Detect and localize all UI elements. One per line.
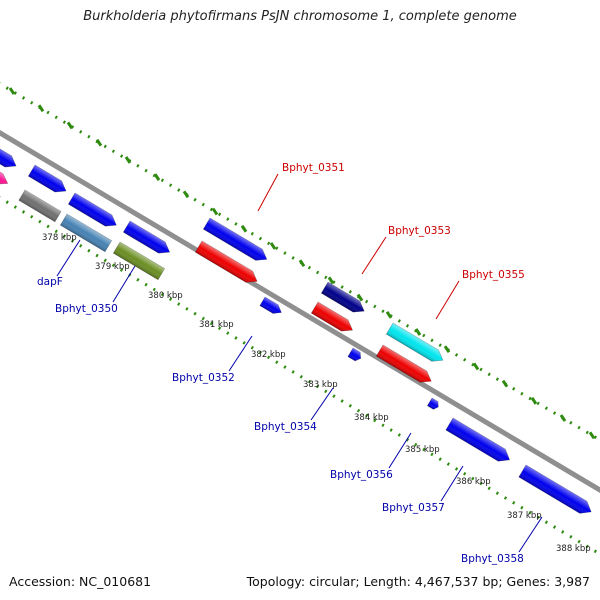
gene-label[interactable]: Bphyt_0350	[55, 303, 118, 315]
tick-mark	[385, 310, 393, 319]
topology-label: Topology: circular; Length: 4,467,537 bp…	[246, 574, 590, 589]
gene-feature[interactable]	[194, 240, 260, 287]
gene-leader-line	[56, 239, 81, 277]
tick-labels: 378 kbp 379 kbp 380 kbp 381 kbp 382 kbp 383 k…	[42, 233, 591, 554]
tick-mark	[182, 190, 190, 199]
tick-label: 384 kbp	[354, 413, 389, 423]
tick-mark	[472, 362, 480, 371]
gene-leader-line	[435, 280, 460, 320]
tick-mark	[8, 87, 16, 95]
gene-leader-line	[257, 173, 279, 212]
tick-rings	[0, 82, 600, 556]
gene-labels: dapFBphyt_0350Bphyt_0351Bphyt_0352Bphyt_…	[37, 162, 543, 565]
tick-mark	[327, 276, 335, 285]
gene-label[interactable]: Bphyt_0354	[254, 421, 317, 433]
tick-mark	[269, 242, 277, 250]
gene-leader-line	[518, 516, 543, 553]
gene-feature[interactable]	[18, 189, 62, 223]
gene-leader-line	[310, 387, 334, 421]
tick-mark	[240, 224, 248, 233]
gene-feature[interactable]	[259, 296, 284, 317]
tick-mark	[66, 121, 74, 130]
gene-leader-line	[361, 236, 387, 275]
gene-feature[interactable]	[27, 164, 69, 197]
tick-mark	[124, 156, 132, 164]
tick-label: 385 kbp	[405, 445, 440, 455]
map-title: Burkholderia phytofirmans PsJN chromosom…	[83, 9, 517, 24]
tick-mark	[153, 173, 161, 181]
tick-ring	[0, 196, 600, 556]
gene-leader-line	[388, 432, 412, 469]
gene-feature[interactable]	[59, 213, 113, 253]
gene-label[interactable]: dapF	[37, 276, 63, 288]
tick-mark	[588, 431, 596, 440]
tick-mark	[95, 138, 103, 147]
tick-mark	[211, 207, 219, 216]
tick-mark	[530, 397, 538, 405]
accession-label: Accession: NC_010681	[9, 574, 152, 589]
tick-label: 381 kbp	[199, 320, 234, 330]
tick-label: 379 kbp	[95, 262, 130, 272]
gene-label[interactable]: Bphyt_0357	[382, 502, 445, 514]
chromosome-backbone	[0, 130, 600, 493]
gene-label[interactable]: Bphyt_0355	[462, 269, 525, 281]
gene-feature[interactable]	[426, 397, 440, 411]
gene-leader-line	[440, 465, 464, 502]
gene-feature[interactable]	[375, 344, 434, 387]
gene-label[interactable]: Bphyt_0352	[172, 372, 235, 384]
gene-label[interactable]: Bphyt_0353	[388, 225, 451, 237]
gene-feature[interactable]	[67, 192, 119, 231]
gene-features	[0, 139, 595, 518]
tick-label: 388 kbp	[556, 544, 591, 554]
gene-feature[interactable]	[518, 464, 595, 518]
tick-mark	[37, 104, 45, 113]
gene-feature[interactable]	[310, 301, 355, 336]
gene-feature[interactable]	[202, 217, 270, 265]
gene-label[interactable]: Bphyt_0356	[330, 469, 393, 481]
gene-leader-line	[228, 335, 253, 372]
tick-label: 383 kbp	[303, 380, 338, 390]
tick-mark	[298, 259, 306, 268]
gene-leader-line	[112, 265, 136, 303]
gene-feature[interactable]	[122, 220, 173, 258]
tick-label: 386 kbp	[456, 477, 491, 487]
gene-feature[interactable]	[112, 241, 166, 281]
gene-label[interactable]: Bphyt_0351	[282, 162, 345, 174]
tick-mark	[443, 345, 451, 354]
gene-feature[interactable]	[320, 281, 367, 317]
gene-feature[interactable]	[347, 347, 363, 363]
tick-label: 387 kbp	[507, 511, 542, 521]
tick-label: 380 kbp	[148, 291, 183, 301]
tick-label: 378 kbp	[42, 233, 77, 243]
tick-mark	[356, 293, 364, 302]
tick-mark	[501, 379, 509, 388]
gene-label[interactable]: Bphyt_0358	[461, 553, 524, 565]
gene-feature[interactable]	[445, 417, 513, 466]
tick-mark	[559, 414, 567, 422]
tick-label: 382 kbp	[251, 350, 286, 360]
gene-feature[interactable]	[385, 322, 446, 366]
gene-feature[interactable]	[0, 139, 19, 172]
tick-mark	[414, 328, 422, 336]
gene-feature[interactable]	[0, 162, 11, 189]
